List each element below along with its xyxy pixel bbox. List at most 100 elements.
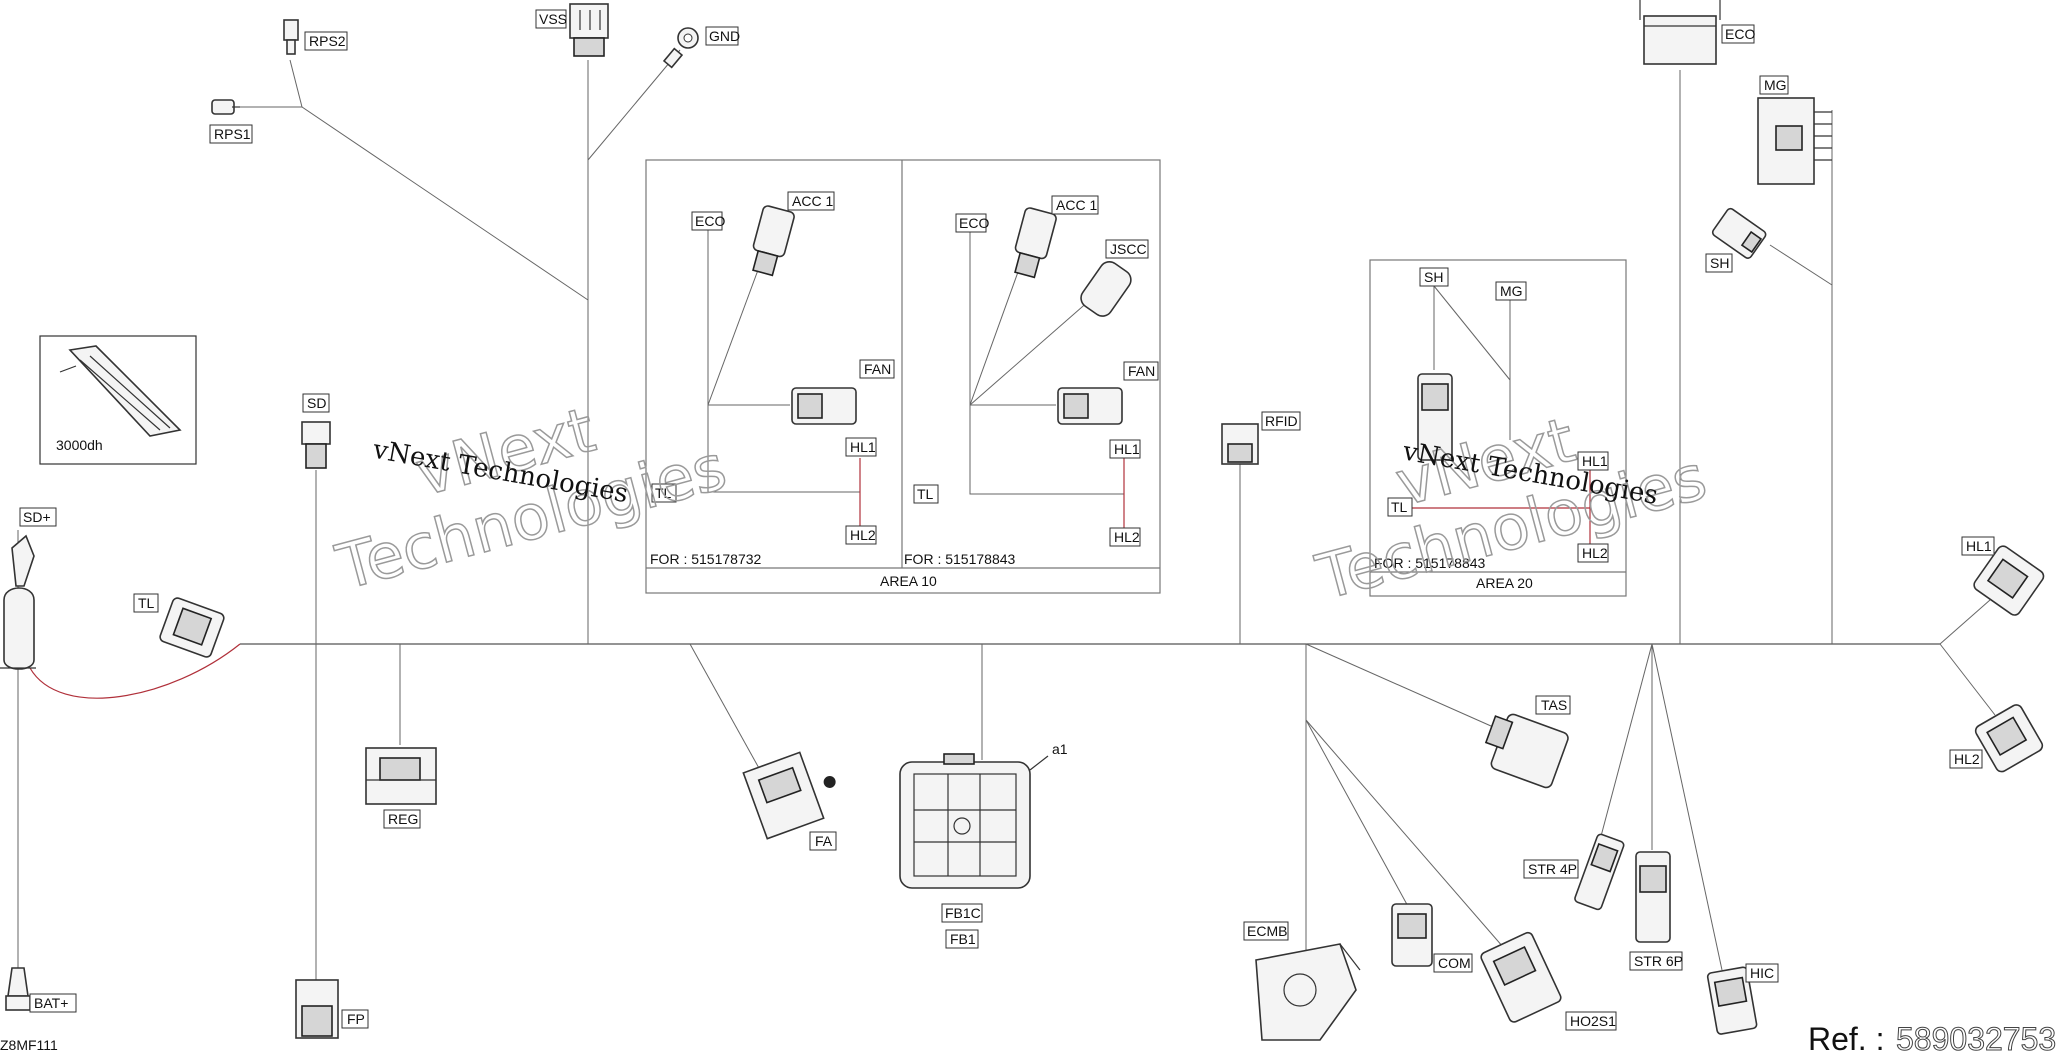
vss-label: VSS — [539, 11, 567, 27]
rfid-connector — [1221, 423, 1259, 465]
eco-top-connector — [1639, 0, 1721, 65]
eco-top-label: ECO — [1725, 26, 1755, 42]
str4p-connector — [1574, 833, 1625, 911]
inset-caption: 3000dh — [56, 437, 103, 453]
sh-branch — [1769, 244, 1833, 286]
area10-left-hl2-label: HL2 — [850, 527, 876, 543]
rps1-label: RPS1 — [214, 126, 251, 142]
rps2-connector — [283, 19, 299, 55]
bat-plus-terminal — [5, 967, 31, 1011]
area10-left-acc1-label: ACC 1 — [792, 193, 833, 209]
rps2-branch — [289, 59, 303, 108]
area10-left-hl1-label: HL1 — [850, 439, 876, 455]
area10-right-hl1-label: HL1 — [1114, 441, 1140, 457]
hic-label: HIC — [1750, 965, 1774, 981]
rps2-label: RPS2 — [309, 33, 346, 49]
sh-connector — [1711, 207, 1767, 259]
area20-for: FOR : 515178843 — [1374, 555, 1486, 571]
tl-left-connector — [159, 597, 225, 658]
rps1-connector — [211, 99, 240, 115]
area10-right-jscc-label: JSCC — [1110, 241, 1147, 257]
tl-left-label: TL — [138, 595, 155, 611]
area10-right-acc1 — [1014, 207, 1057, 279]
sh-right-label: SH — [1710, 255, 1729, 271]
tas-connector — [1484, 713, 1569, 789]
tas-label: TAS — [1541, 697, 1567, 713]
str6p-connector — [1635, 851, 1671, 943]
reg-connector — [365, 747, 437, 805]
ecmb-label: ECMB — [1247, 923, 1287, 939]
gnd-terminal — [662, 27, 699, 69]
sd-plus-terminal — [0, 534, 36, 670]
area10-right-acc1-label: ACC 1 — [1056, 197, 1097, 213]
tas-branch — [1305, 643, 1501, 731]
area20-sh-connector — [1417, 373, 1453, 461]
fb1-fusebox — [899, 753, 1049, 889]
ecmb-module — [1255, 943, 1361, 1041]
hl2-right-connector — [1974, 704, 2044, 773]
area10-left-tl-label: TL — [655, 485, 672, 501]
area10-right-jscc — [1080, 261, 1132, 317]
mg-top-label: MG — [1764, 77, 1787, 93]
area10-left-fan-label: FAN — [864, 361, 891, 377]
area10-box: AREA 10 FOR : 515178732 — [645, 159, 1161, 594]
com-branch — [1305, 719, 1411, 911]
hl1-right-connector — [1973, 545, 2045, 616]
hl1-branch — [1939, 599, 1991, 645]
str-branch-a — [1599, 643, 1653, 841]
area20-box: AREA 20 FOR : 515178843 — [1369, 259, 1627, 597]
hl2-branch — [1939, 643, 1996, 716]
ref-number: 589032753 — [1896, 1021, 2056, 1052]
area10-right-fan — [1057, 387, 1123, 425]
area10-right-eco-label: ECO — [959, 215, 989, 231]
fa-branch — [689, 643, 761, 771]
area20-hl2-label: HL2 — [1582, 545, 1608, 561]
area10-right-tl-label: TL — [917, 486, 934, 502]
area20-hl1-label: HL1 — [1582, 453, 1608, 469]
sd-connector — [301, 421, 331, 469]
reg-label: REG — [388, 811, 418, 827]
inset-3000dh: 3000dh — [39, 335, 197, 465]
hl2-right-label: HL2 — [1954, 751, 1980, 767]
vss-connector — [569, 3, 609, 57]
mg-connector — [1757, 97, 1832, 185]
com-label: COM — [1438, 955, 1471, 971]
com-connector — [1391, 903, 1433, 967]
fb1c-label: FB1C — [945, 905, 981, 921]
area10-left-eco-label: ECO — [695, 213, 725, 229]
hl1-right-label: HL1 — [1966, 538, 1992, 554]
area10-right-for: FOR : 515178843 — [904, 551, 1016, 567]
str6p-label: STR 6P — [1634, 953, 1683, 969]
fa-connector — [742, 751, 836, 840]
area10-left-acc1 — [752, 205, 795, 277]
area10-left-for: FOR : 515178732 — [650, 551, 762, 567]
label-tags: RPS2 RPS1 VSS GND ECO MG SH SD SD+ TL BA… — [19, 9, 1995, 1031]
sd-plus-label: SD+ — [23, 509, 51, 525]
str4p-label: STR 4P — [1528, 861, 1577, 877]
ref-label: Ref. : — [1808, 1021, 1884, 1052]
area10-right-hl2-label: HL2 — [1114, 529, 1140, 545]
area10-right-fan-label: FAN — [1128, 363, 1155, 379]
area20-tl-label: TL — [1391, 499, 1408, 515]
rps-branch — [232, 106, 589, 301]
sd-label: SD — [307, 395, 326, 411]
hic-connector — [1706, 966, 1758, 1035]
ho2s1-connector — [1480, 931, 1562, 1023]
area10-title: AREA 10 — [880, 573, 937, 589]
corner-code: Z8MF111 — [0, 1037, 58, 1052]
gnd-branch — [587, 49, 681, 161]
bat-plus-label: BAT+ — [34, 995, 68, 1011]
fa-label: FA — [815, 833, 833, 849]
fp-connector — [295, 979, 339, 1039]
area20-title: AREA 20 — [1476, 575, 1533, 591]
sd-loop-wire — [29, 643, 241, 699]
area10-left-fan — [791, 387, 857, 425]
hic-branch — [1651, 643, 1723, 971]
a1-label: a1 — [1052, 741, 1068, 757]
harness-wires — [17, 49, 1996, 1010]
ho2s1-label: HO2S1 — [1570, 1013, 1616, 1029]
fb1-label: FB1 — [950, 931, 976, 947]
ho2s1-branch — [1305, 719, 1511, 956]
area20-mg-label: MG — [1500, 283, 1523, 299]
